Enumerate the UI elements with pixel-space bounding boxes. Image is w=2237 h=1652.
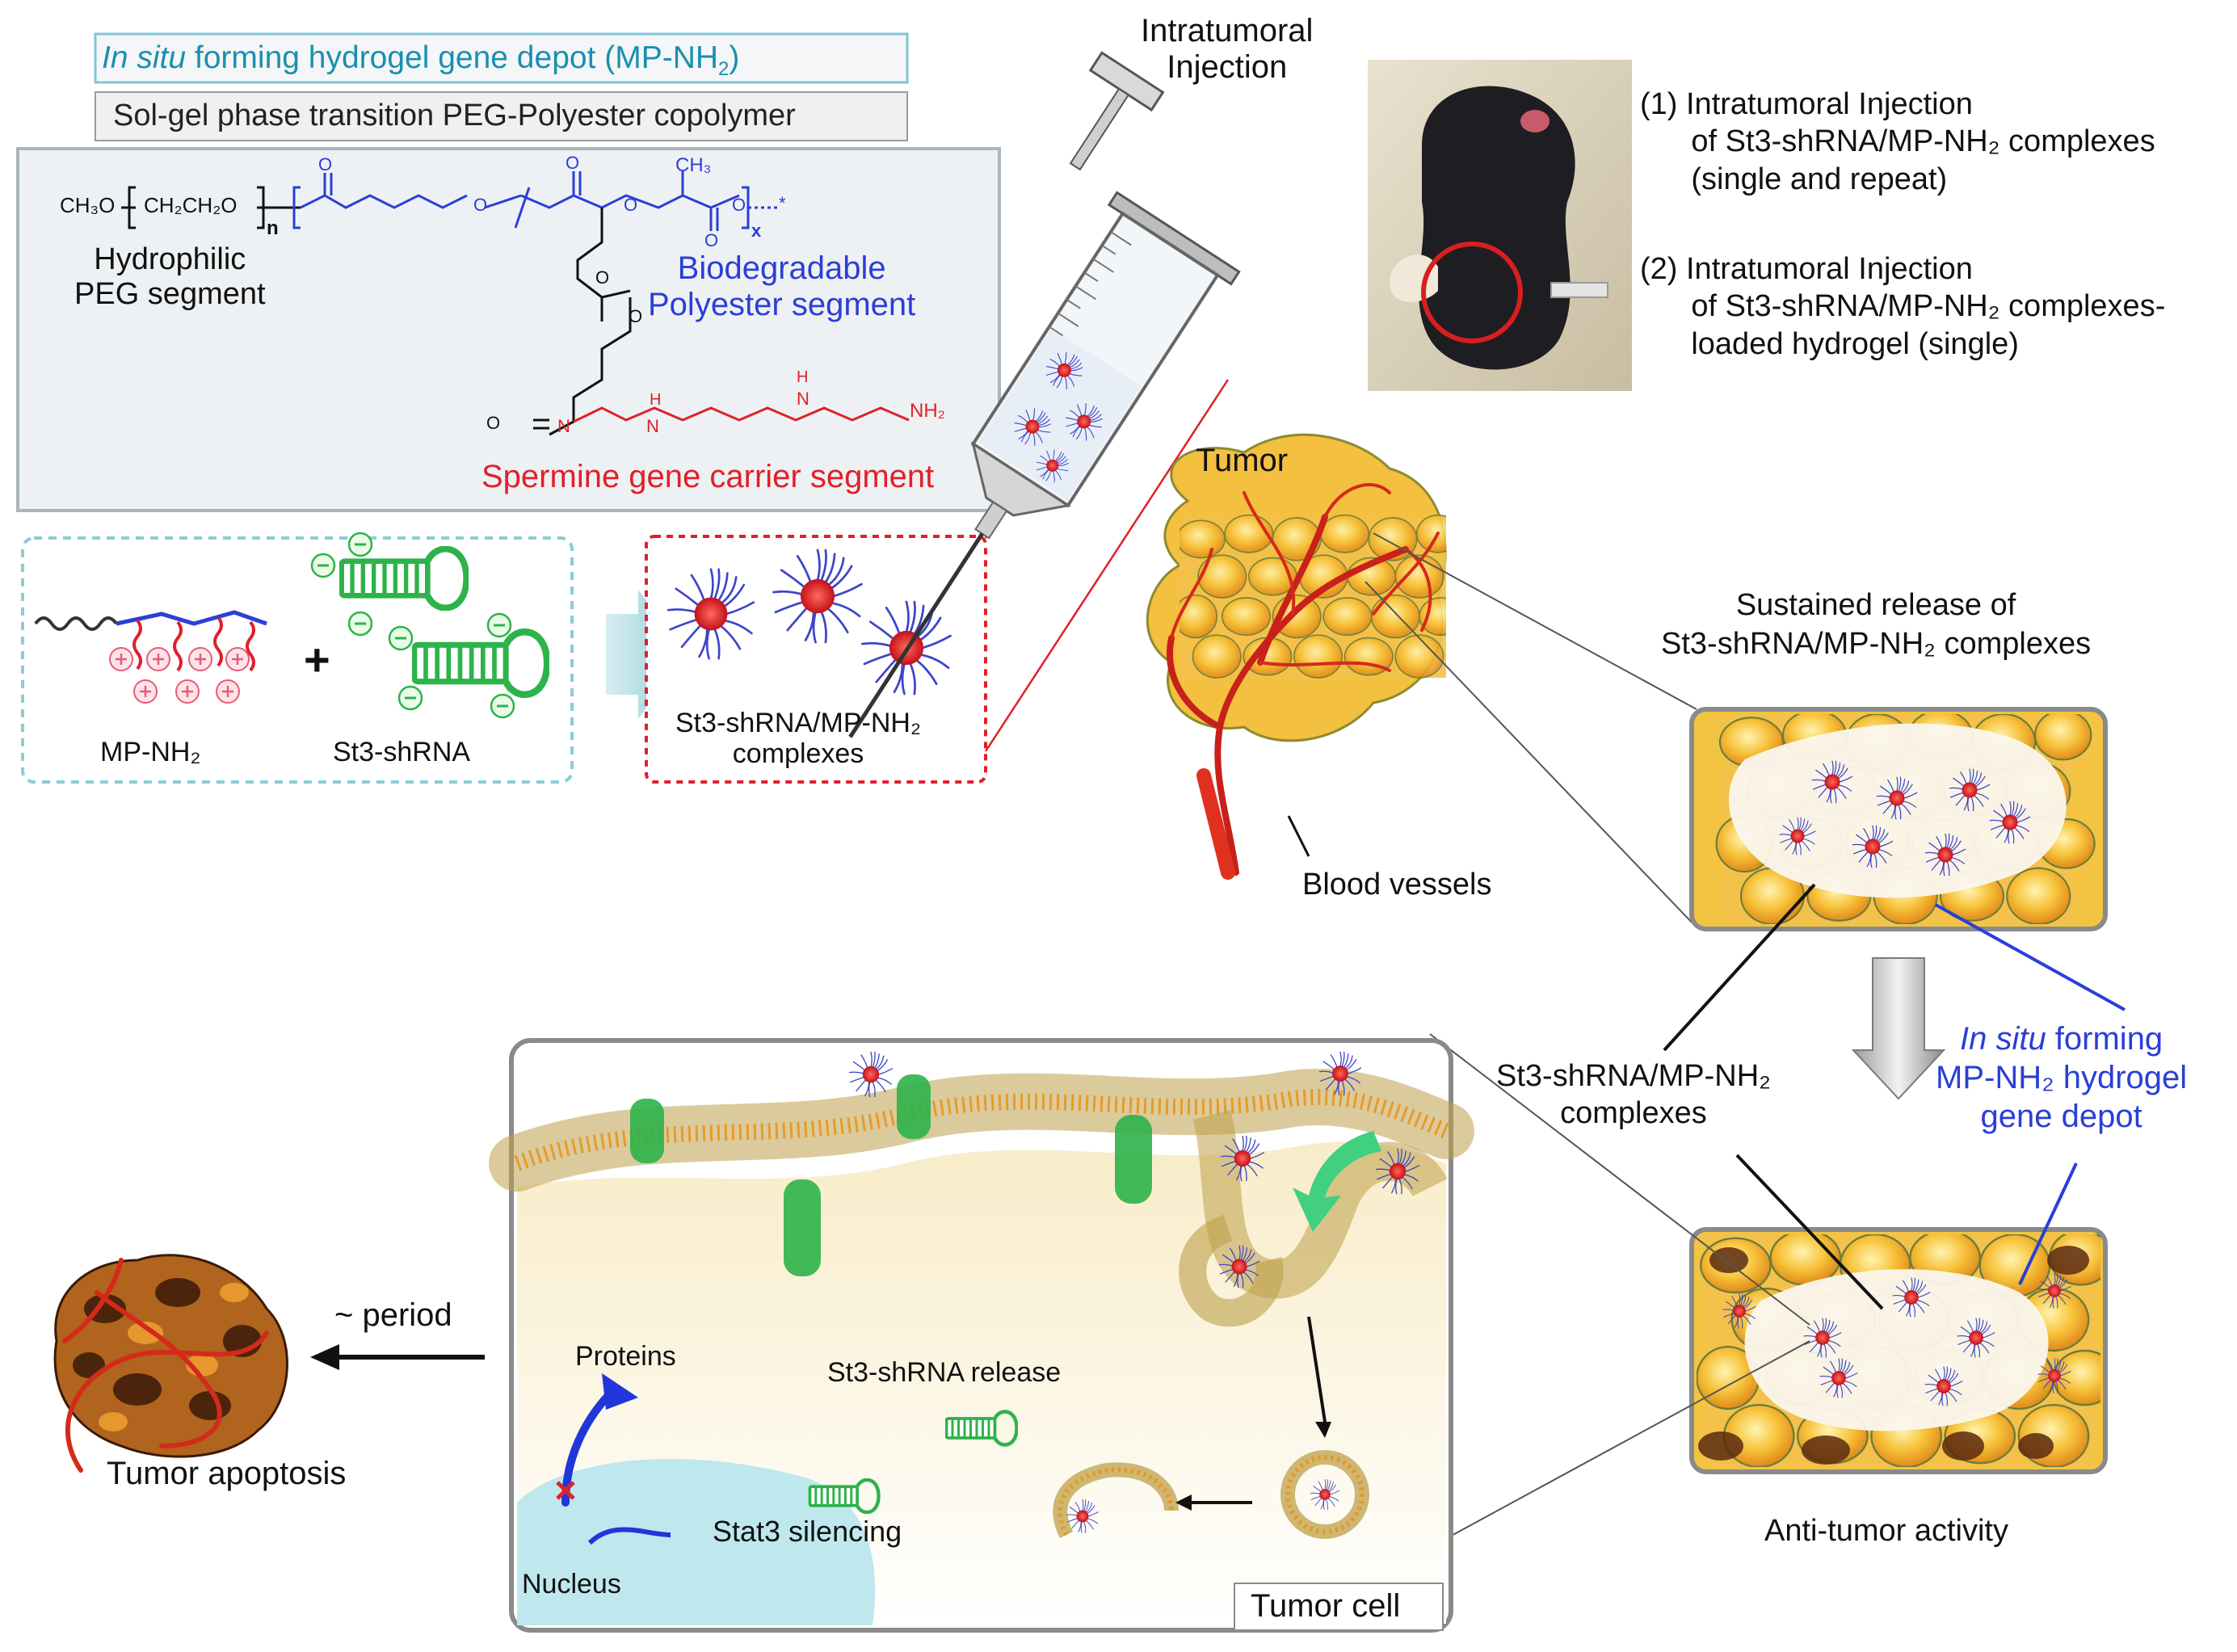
h-atom-2: H: [797, 368, 809, 386]
sustained-release-label: Sustained release of St3-shRNA/MP-NH₂ co…: [1661, 588, 2092, 661]
tumor-drawing: [1146, 433, 1447, 880]
progress-down-arrow: [1851, 957, 1946, 1100]
n-atom-3: N: [797, 389, 809, 409]
title-line1: In situ forming hydrogel gene depot (MP-…: [102, 40, 739, 81]
methyl-label: CH₃: [675, 154, 712, 176]
tumor-cell-label: Tumor cell: [1251, 1588, 1401, 1624]
intratumoral-injection-label: Intratumoral Injection: [1141, 13, 1314, 85]
o-atom-7: O: [595, 267, 610, 288]
zoom-line: [1437, 1340, 1810, 1544]
nucleus-label: Nucleus: [522, 1569, 621, 1599]
o-atom-2: O: [473, 195, 488, 215]
zoom-line: [984, 379, 1230, 752]
o-atom-5: O: [704, 230, 719, 250]
endosome: [1053, 1450, 1369, 1539]
period-label: ~ period: [334, 1297, 452, 1333]
depot-box-release: [1689, 707, 2108, 931]
syringe: [848, 51, 1241, 738]
o-atom-4: O: [624, 195, 638, 215]
title-box-frame: [94, 32, 909, 84]
x-subscript: x: [751, 221, 762, 241]
zoom-line: [1364, 581, 1697, 928]
stat3-silencing-label: Stat3 silencing: [713, 1515, 902, 1548]
proteins-label: Proteins: [575, 1341, 676, 1372]
callout-line: [1735, 1154, 1884, 1310]
complexes-panel: [645, 535, 987, 784]
callout-line: [1663, 883, 1816, 1052]
callout-line-blue: [1935, 903, 2126, 1011]
tumor-cell-panel: [489, 1038, 1474, 1633]
n-subscript: n: [267, 217, 279, 239]
n-atom-2: N: [646, 416, 659, 436]
st3-shrna-label: St3-shRNA: [333, 737, 471, 767]
biodegradable-label: Biodegradable Polyester segment: [648, 250, 916, 322]
depot-italic: In situ: [1959, 1021, 2046, 1057]
mp-nh2-label: MP-NH₂: [100, 737, 201, 767]
peg-repeat-label: CH₂CH₂O: [144, 193, 238, 217]
depot-box-anti-tumor: [1689, 1227, 2108, 1474]
tumor-label: Tumor: [1196, 443, 1289, 478]
subtitle-box-frame: [95, 91, 908, 141]
title-subscript: 2: [718, 57, 730, 80]
period-arrow-head: [310, 1344, 339, 1370]
star-label: *: [779, 193, 786, 213]
mp-nh2-polymer-drawing: [34, 610, 267, 704]
zoom-line: [1373, 532, 1697, 710]
component-panel: [21, 536, 574, 784]
nh2-group: NH₂: [910, 400, 945, 422]
subtitle-line2: Sol-gel phase transition PEG-Polyester c…: [113, 99, 796, 132]
uptake-arrow: [1293, 1131, 1381, 1232]
st3-shrna-drawing: [310, 532, 547, 719]
o-atom-3: O: [566, 153, 580, 173]
o-atom-9: O: [486, 413, 501, 433]
structure-panel: [16, 147, 1001, 512]
title-end: ): [729, 40, 740, 75]
zoom-line: [1429, 1033, 1810, 1326]
o-atom-6: O: [732, 195, 746, 215]
spermine-label: Spermine gene carrier segment: [481, 459, 935, 494]
depot-line1: In situ forming: [1960, 1021, 2163, 1057]
nucleus-shape: [517, 1459, 876, 1625]
n-atom-1: N: [557, 416, 570, 436]
tumor-apoptosis-label: Tumor apoptosis: [107, 1456, 347, 1491]
depot-line3: gene depot: [1980, 1099, 2142, 1134]
anti-tumor-label: Anti-tumor activity: [1764, 1514, 2008, 1548]
depot-line2: MP-NH₂ hydrogel: [1936, 1060, 2188, 1095]
protocol-item-1: (1) Intratumoral Injection of St3-shRNA/…: [1640, 87, 2155, 196]
depot-rest: forming: [2046, 1021, 2163, 1057]
spermine-structure: [573, 406, 910, 423]
callout-line-blue: [2018, 1162, 2078, 1285]
methoxy-label: CH₃O: [60, 193, 116, 217]
mouse-photo: [1368, 60, 1632, 391]
polyester-structure: [292, 171, 777, 231]
title-italic: In situ: [102, 40, 187, 75]
blood-vessels-label: Blood vessels: [1302, 868, 1492, 902]
shrna-release-label: St3-shRNA release: [827, 1357, 1062, 1388]
o-atom-1: O: [318, 154, 333, 174]
plus-sign: +: [304, 634, 330, 685]
complexes-callout-label: St3-shRNA/MP-NH₂ complexes: [1496, 1059, 1771, 1130]
o-atom-8: O: [629, 306, 643, 326]
title-rest: forming hydrogel gene depot (MP-NH: [186, 40, 719, 75]
hydrophilic-label: Hydrophilic PEG segment: [74, 242, 266, 311]
apoptotic-tumor: [53, 1254, 288, 1473]
complexes-label: St3-shRNA/MP-NH₂ complexes: [675, 708, 922, 770]
protocol-item-2: (2) Intratumoral Injection of St3-shRNA/…: [1640, 252, 2166, 361]
h-atom-1: H: [650, 391, 662, 409]
